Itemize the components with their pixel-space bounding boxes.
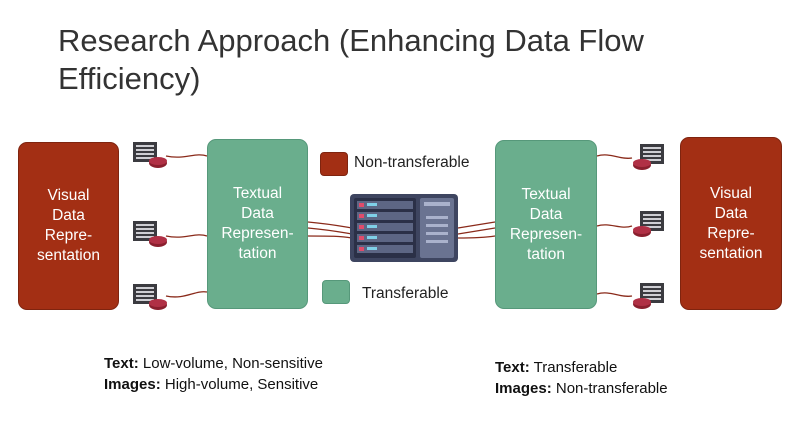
connector-line [165,234,208,238]
server-terminal-icon [133,284,167,310]
right-caption-text-value: Transferable [529,359,618,376]
left-caption-images-value: High-volume, Sensitive [160,376,319,393]
right-textual-data-box: Textual Data Represen- tation [495,140,597,309]
server-terminal-icon [133,142,167,168]
legend-swatch-transferable [322,280,350,304]
connector-line [307,235,353,239]
left-caption-line-1: Text: Low-volume, Non-sensitive [104,353,323,374]
connector-line [165,154,208,158]
left-caption-line-2: Images: High-volume, Sensitive [104,374,323,395]
left-caption-text-value: Low-volume, Non-sensitive [138,355,323,372]
right-caption-images-label: Images: [495,380,552,397]
left-visual-data-box: Visual Data Repre- sentation [18,142,119,310]
left-visual-data-label: Visual Data Repre- sentation [37,187,100,264]
server-terminal-icon [633,211,664,237]
connector-line [457,235,496,239]
left-caption-images-label: Images: [104,376,161,393]
connector-line [596,154,633,159]
server-rack-icon [350,194,458,262]
right-caption-line-2: Images: Non-transferable [495,378,668,399]
right-textual-data-label: Textual Data Represen- tation [509,185,583,263]
connector-line [457,227,496,235]
server-terminal-icon [133,221,167,247]
left-textual-data-box: Textual Data Represen- tation [207,139,308,309]
right-caption-images-value: Non-transferable [551,380,668,397]
legend-label-transferable: Transferable [362,285,449,302]
connector-line [165,291,208,298]
left-caption-text-label: Text: [104,355,139,372]
right-caption-line-1: Text: Transferable [495,357,668,378]
left-textual-data-label: Textual Data Represen- tation [221,185,294,262]
connector-line [307,227,353,235]
legend-label-non-transferable: Non-transferable [354,154,470,171]
connector-line [596,224,633,228]
server-terminal-icon [633,283,664,309]
connector-line [307,221,353,229]
left-caption: Text: Low-volume, Non-sensitive Images: … [104,353,323,395]
connector-line [457,221,496,229]
right-caption-text-label: Text: [495,359,530,376]
legend-swatch-non-transferable [320,152,348,176]
server-terminal-icon [633,144,664,170]
right-visual-data-label: Visual Data Repre- sentation [699,184,763,262]
connector-line [596,292,633,297]
slide-title: Research Approach (Enhancing Data Flow E… [58,23,644,96]
right-visual-data-box: Visual Data Repre- sentation [680,137,782,310]
right-caption: Text: Transferable Images: Non-transfera… [495,357,668,399]
